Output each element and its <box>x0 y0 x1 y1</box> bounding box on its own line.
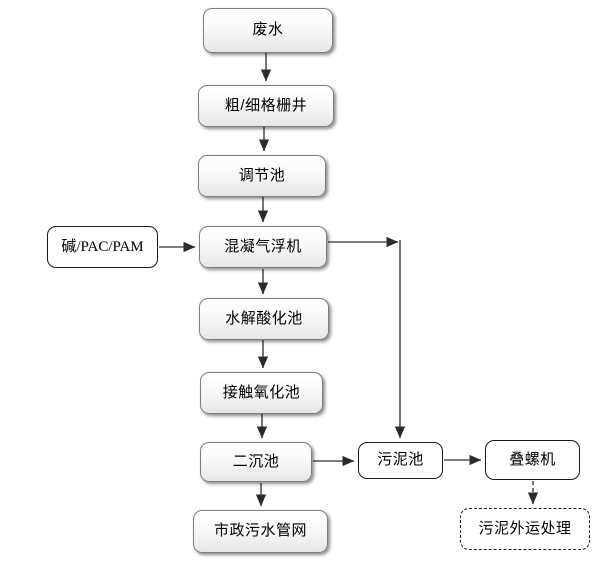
node-screw-press[interactable]: 叠螺机 <box>485 440 580 480</box>
node-label: 二沉池 <box>232 452 280 470</box>
node-sludge-pool[interactable]: 污泥池 <box>358 442 443 479</box>
node-hydrolysis-acidification[interactable]: 水解酸化池 <box>199 298 329 340</box>
node-label: 混凝气浮机 <box>224 237 302 255</box>
node-regulating-tank[interactable]: 调节池 <box>198 155 326 197</box>
node-label: 污泥池 <box>377 451 424 469</box>
node-label: 废水 <box>252 21 284 39</box>
node-secondary-settler[interactable]: 二沉池 <box>200 442 312 482</box>
node-dosing-agents[interactable]: 碱/PAC/PAM <box>47 226 158 268</box>
node-label: 叠螺机 <box>509 450 556 468</box>
node-label: 污泥外运处理 <box>478 519 572 537</box>
node-sludge-outbound-disposal[interactable]: 污泥外运处理 <box>460 508 590 550</box>
node-label: 水解酸化池 <box>225 309 303 327</box>
node-contact-oxidation[interactable]: 接触氧化池 <box>200 372 323 414</box>
node-label: 调节池 <box>238 166 286 184</box>
node-municipal-sewer[interactable]: 市政污水管网 <box>193 510 328 553</box>
node-coagulation-flotation[interactable]: 混凝气浮机 <box>199 226 327 268</box>
node-grille[interactable]: 粗/细格栅井 <box>198 85 334 127</box>
node-label: 接触氧化池 <box>222 383 301 401</box>
node-wastewater[interactable]: 废水 <box>203 8 333 53</box>
node-label: 粗/细格栅井 <box>224 96 308 114</box>
node-label: 碱/PAC/PAM <box>61 238 144 255</box>
node-label: 市政污水管网 <box>213 522 307 540</box>
